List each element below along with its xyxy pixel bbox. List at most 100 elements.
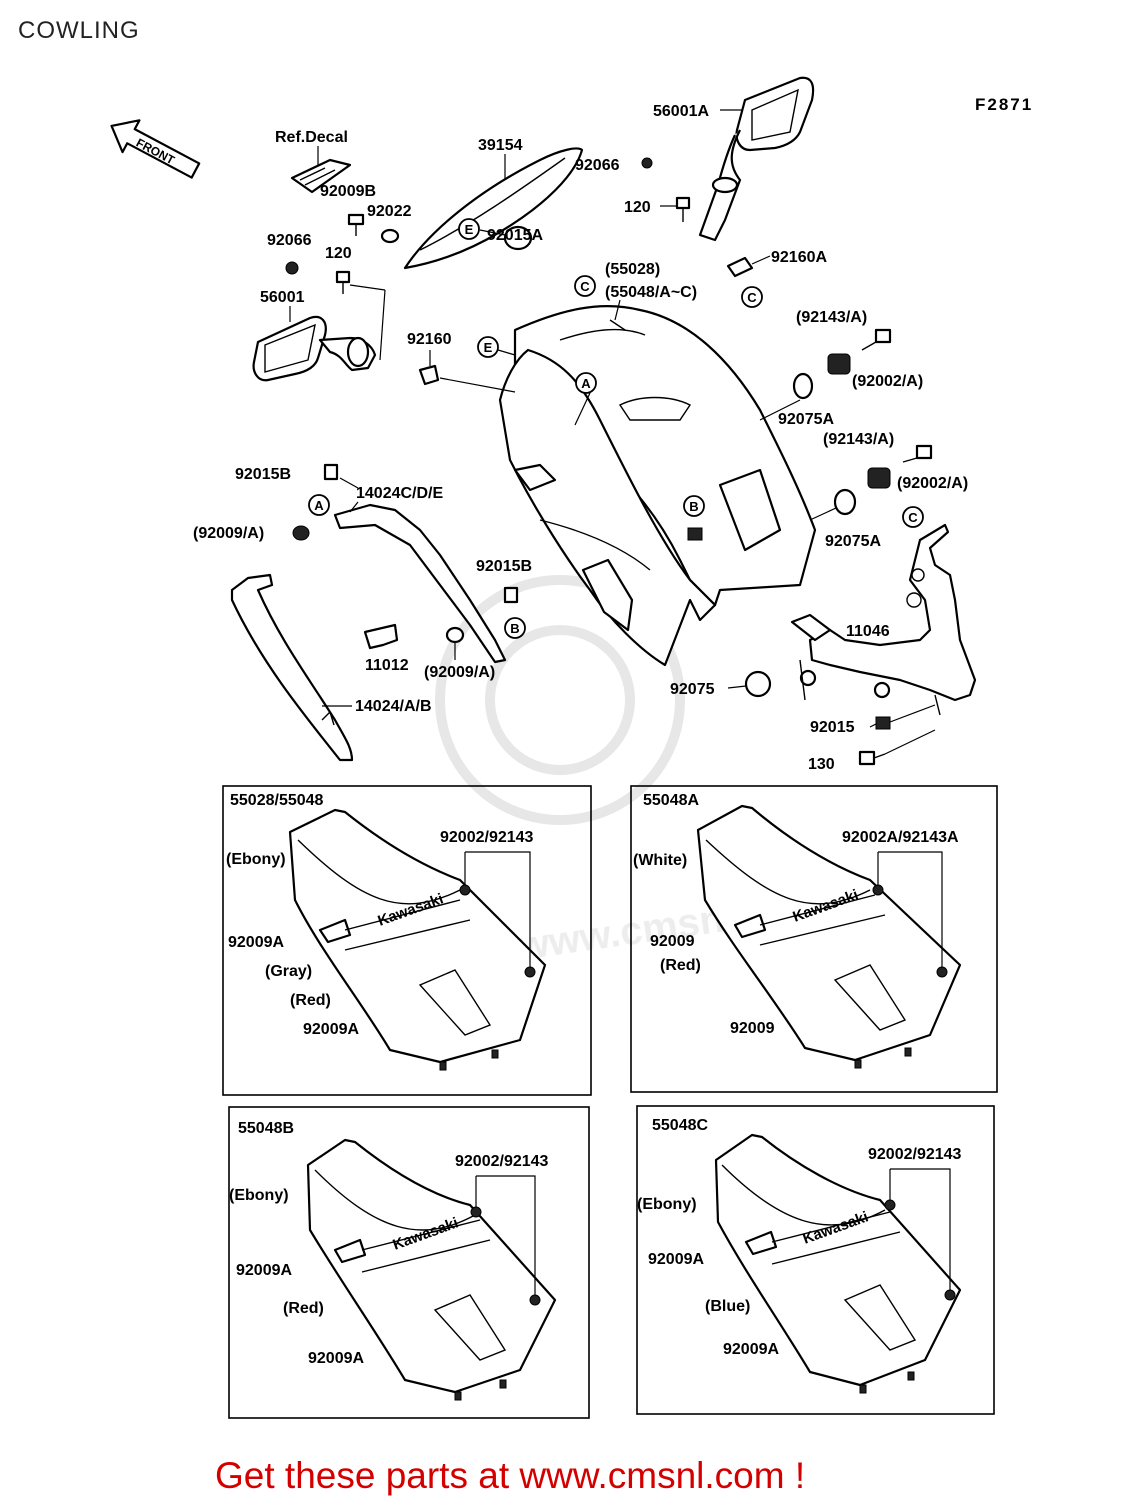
windscreen-part [403, 147, 584, 270]
mirror-right-part [698, 76, 815, 242]
label-92066-left: 92066 [267, 232, 312, 249]
inset-4-lower-color: (Blue) [705, 1298, 750, 1315]
label-92009A-lower: (92009/A) [424, 664, 495, 681]
inset-2-upper-color: (White) [633, 852, 687, 869]
page-title: COWLING [18, 17, 140, 44]
label-92015: 92015 [810, 719, 855, 736]
label-92009A-left: (92009/A) [193, 525, 264, 542]
label-55048: (55048/A~C) [605, 284, 697, 301]
grommet-92066-top [641, 157, 653, 169]
svg-text:E: E [484, 340, 493, 355]
inset-55048A: 55048A Kawasaki 92002A/92143A (White) 92… [630, 785, 998, 1093]
ref-decal-part [290, 158, 352, 194]
inset-2-clip-lower: 92009 [730, 1020, 775, 1037]
inset-3-hardware: 92002/92143 [455, 1153, 549, 1170]
svg-text:B: B [689, 499, 698, 514]
inset-1-title: 55028/55048 [230, 792, 324, 809]
inset-2-clip-upper: 92009 [650, 933, 695, 950]
inset-1-lower-color: (Red) [290, 992, 331, 1009]
inset-3-title: 55048B [238, 1120, 294, 1137]
inset-1-trim-color: (Gray) [265, 963, 312, 980]
svg-text:B: B [510, 621, 519, 636]
label-11046: 11046 [846, 623, 890, 640]
figure-code: F2871 [975, 95, 1033, 114]
label-ref-decal: Ref.Decal [275, 129, 348, 146]
callout-c-bracket [902, 506, 924, 528]
inner-cover-14024CDE [333, 503, 507, 664]
upper-cowl-part [498, 304, 817, 667]
svg-text:C: C [747, 290, 757, 305]
label-120-left: 120 [325, 245, 352, 262]
label-92160A: 92160A [771, 249, 827, 266]
inset-55028-55048: 55028/55048 Kawasaki 92002/92143 (Ebony)… [222, 785, 592, 1096]
clip-92015B-upper [323, 463, 339, 481]
callout-c-body [574, 275, 596, 297]
label-92015B-lower: 92015B [476, 558, 532, 575]
label-130: 130 [808, 756, 835, 773]
callout-b-left [504, 617, 526, 639]
damper-92075A-upper [792, 372, 814, 400]
label-92143-upper: (92143/A) [796, 309, 867, 326]
inset-1-clip-lower: 92009A [303, 1021, 359, 1038]
inset-3-upper-color: (Ebony) [229, 1187, 289, 1204]
label-14024AB: 14024/A/B [355, 698, 432, 715]
inset-3-lower-color: (Red) [283, 1300, 324, 1317]
clamp-11012 [363, 623, 399, 650]
damper-92075A-lower [833, 488, 857, 516]
label-92002-lower: (92002/A) [897, 475, 968, 492]
callout-c-upper [741, 286, 763, 308]
label-92143-lower: (92143/A) [823, 431, 894, 448]
inset-2-title: 55048A [643, 792, 699, 809]
screw-92002-upper [861, 328, 892, 351]
nut-92015 [875, 716, 891, 730]
inset-4-clip-lower: 92009A [723, 1341, 779, 1358]
front-arrow-icon: FRONT [110, 119, 201, 179]
nut-92143-lower [867, 467, 891, 489]
footer-link[interactable]: Get these parts at www.cmsnl.com ! [215, 1455, 805, 1496]
washer-92022 [380, 228, 400, 244]
label-120-right: 120 [624, 199, 651, 216]
label-39154: 39154 [478, 137, 523, 154]
cowl-bracket-11046 [790, 523, 977, 716]
label-14024CDE: 14024C/D/E [356, 485, 443, 502]
grommet-92066-left [285, 261, 299, 275]
label-92075A-upper: 92075A [778, 411, 834, 428]
label-56001: 56001 [260, 289, 305, 306]
bolt-130 [858, 750, 886, 766]
label-92160: 92160 [407, 331, 452, 348]
nut-92143-upper [827, 353, 851, 375]
label-92009B: 92009B [320, 183, 376, 200]
clip-92015B-lower [503, 586, 519, 604]
svg-text:C: C [580, 279, 590, 294]
inset-1-clip-upper: 92009A [228, 934, 284, 951]
inset-1-upper-color: (Ebony) [226, 851, 286, 868]
label-92015A: 92015A [487, 227, 543, 244]
bolt-120-left [335, 270, 351, 294]
grommet-92015A [503, 225, 533, 251]
grommet-92009-lower [445, 626, 465, 644]
inset-1-hardware: 92002/92143 [440, 829, 534, 846]
svg-text:A: A [314, 498, 324, 513]
inset-3-clip-lower: 92009A [308, 1350, 364, 1367]
inset-4-hardware: 92002/92143 [868, 1146, 962, 1163]
nut-body [687, 527, 703, 541]
bracket-92160A [726, 256, 754, 278]
inset-3-clip-upper: 92009A [236, 1262, 292, 1279]
svg-text:C: C [908, 510, 918, 525]
bracket-92160 [418, 364, 440, 386]
label-92022: 92022 [367, 203, 412, 220]
callout-a-left [308, 494, 330, 516]
screw-92009B [347, 213, 365, 236]
inset-55048C: 55048C Kawasaki 92002/92143 (Ebony) 9200… [636, 1105, 995, 1415]
bolt-120-right [675, 196, 691, 222]
callout-b-body [683, 495, 705, 517]
label-55028: (55028) [605, 261, 660, 278]
callout-e-body [477, 336, 499, 358]
inset-55048B: 55048B Kawasaki 92002/92143 (Ebony) 9200… [228, 1106, 590, 1419]
inset-4-upper-color: (Ebony) [637, 1196, 697, 1213]
label-92066-top: 92066 [575, 157, 620, 174]
grommet-92009-left [292, 525, 310, 541]
label-56001A: 56001A [653, 103, 709, 120]
